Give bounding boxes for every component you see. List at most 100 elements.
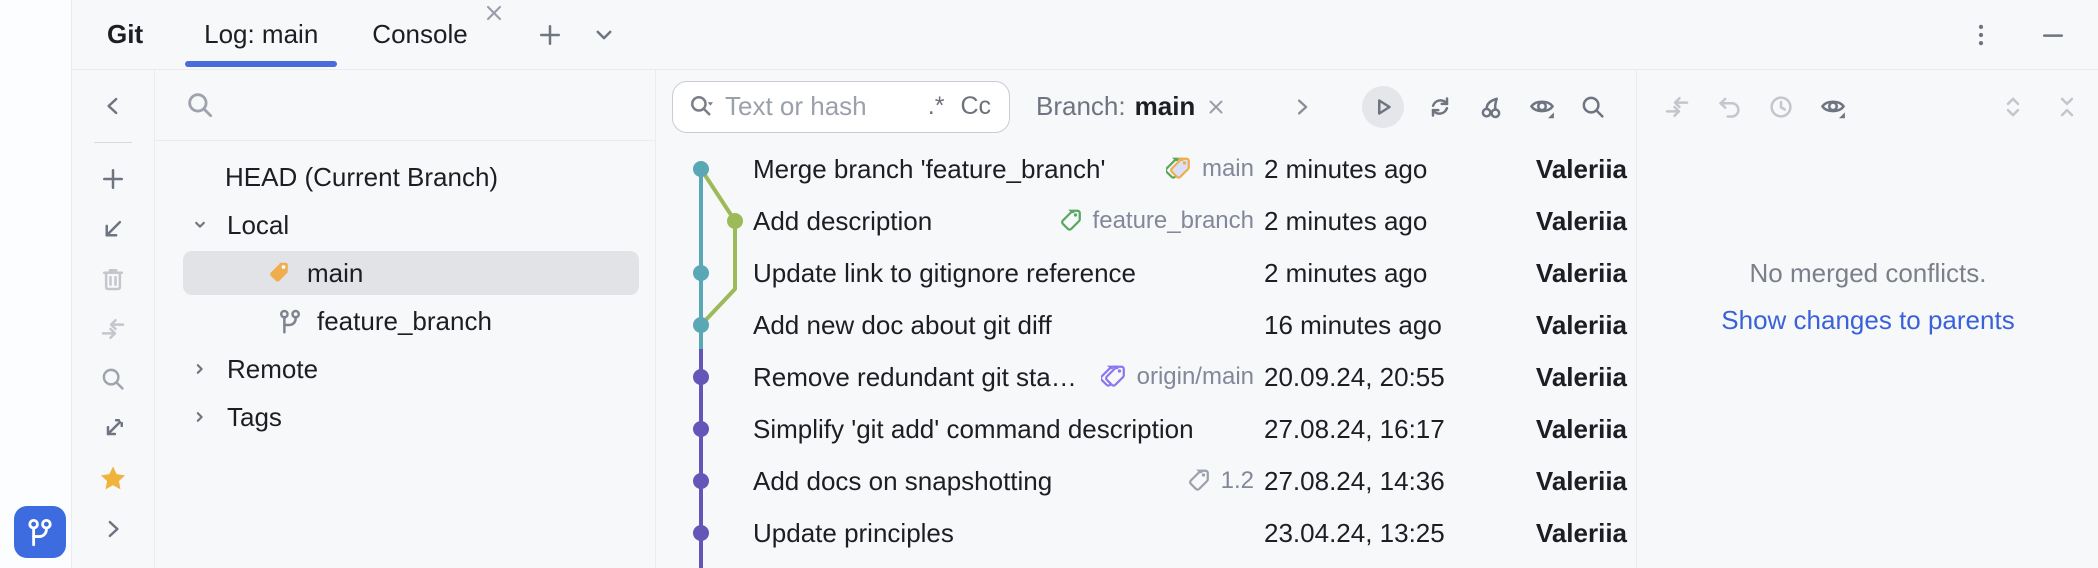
double-tag-icon	[1165, 157, 1190, 179]
tag-icon	[1060, 209, 1081, 231]
go-to-hash-button[interactable]	[1362, 85, 1404, 128]
commit-time: 16 minutes ago	[1264, 309, 1442, 340]
checkout-arrow-icon[interactable]	[96, 213, 130, 245]
ref-label: origin/main	[1136, 363, 1254, 390]
commit-author: Valeriia	[1535, 361, 1627, 392]
commit-message: Add docs on snapshotting	[753, 465, 1053, 496]
tag-ref-1-2: 1.2	[1175, 466, 1254, 496]
filter-value: main	[1134, 91, 1196, 121]
commit-message: Update principles	[753, 517, 954, 548]
commit-row[interactable]: Add docs on snapshotting 1.2 27.08.24, 1…	[656, 455, 1636, 507]
tab-log-main[interactable]: Log: main	[177, 0, 345, 69]
tree-item-tags[interactable]: Tags	[155, 393, 655, 441]
log-actions	[1362, 85, 1608, 128]
double-tag-icon	[1100, 365, 1125, 387]
details-toolbar-right	[1998, 92, 2098, 122]
commit-time: 27.08.24, 14:36	[1264, 465, 1445, 496]
commit-author: Valeriia	[1535, 465, 1627, 496]
chevron-down-icon[interactable]	[589, 20, 619, 50]
regex-toggle[interactable]: .*	[927, 92, 945, 120]
log-search-input[interactable]	[725, 91, 916, 122]
match-case-toggle[interactable]: Cc	[960, 92, 991, 120]
tree-label: main	[307, 257, 364, 288]
kebab-menu-icon[interactable]	[1966, 20, 1996, 50]
header-actions	[1966, 0, 2098, 69]
commit-row[interactable]: Add new doc about git diff 16 minutes ag…	[656, 299, 1636, 351]
tree-label: Local	[227, 209, 290, 240]
commit-author: Valeriia	[1535, 309, 1627, 340]
chevron-right-icon[interactable]	[187, 404, 213, 430]
preview-eye-icon[interactable]	[1818, 92, 1848, 122]
find-icon[interactable]	[1578, 92, 1608, 122]
git-branch-icon	[280, 309, 300, 334]
commit-time: 20.09.24, 20:55	[1264, 361, 1445, 392]
log-search-box[interactable]: .* Cc	[672, 80, 1010, 133]
branch-ref-main: main	[1156, 154, 1254, 184]
refresh-icon[interactable]	[1425, 92, 1455, 122]
commit-message: Add description	[753, 205, 933, 236]
add-tab-icon[interactable]	[535, 20, 565, 50]
active-tab-indicator	[185, 61, 338, 67]
log-toolbar: .* Cc Branch: main	[656, 70, 1636, 143]
tab-console[interactable]: Console	[345, 0, 494, 69]
history-icon[interactable]	[1766, 92, 1796, 122]
expand-right-icon[interactable]	[96, 513, 130, 545]
close-tab-icon[interactable]	[481, 0, 507, 26]
favorites-star-icon[interactable]	[96, 463, 130, 495]
tree-item-local[interactable]: Local	[155, 201, 655, 249]
git-branch-icon	[28, 518, 52, 547]
commit-author: Valeriia	[1535, 205, 1627, 236]
commit-message: Add new doc about git diff	[753, 309, 1052, 340]
commit-message: Merge branch 'feature_branch'	[753, 153, 1106, 184]
rollback-icon[interactable]	[1714, 92, 1744, 122]
collapse-left-icon[interactable]	[96, 90, 130, 122]
tree-item-main[interactable]: main	[155, 249, 655, 297]
search-icon	[690, 95, 713, 115]
commit-time: 2 minutes ago	[1264, 153, 1428, 184]
search-icon[interactable]	[183, 88, 217, 122]
commit-time: 2 minutes ago	[1264, 205, 1428, 236]
commit-row[interactable]: Merge branch 'feature_branch' main 2 min…	[656, 143, 1636, 195]
remove-filter-icon[interactable]	[1204, 95, 1228, 119]
expand-all-icon[interactable]	[1998, 92, 2028, 122]
commit-row[interactable]: Simplify 'git add' command description 2…	[656, 403, 1636, 455]
tree-item-head[interactable]: HEAD (Current Branch)	[155, 153, 655, 201]
minimize-icon[interactable]	[2038, 20, 2068, 50]
cherry-pick-icon[interactable]	[1476, 92, 1506, 122]
delete-icon[interactable]	[96, 263, 130, 295]
commit-row[interactable]: Update link to gitignore reference 2 min…	[656, 247, 1636, 299]
tag-icon	[1188, 469, 1209, 491]
commit-list: Merge branch 'feature_branch' main 2 min…	[656, 143, 1636, 568]
tool-window-title: Git	[107, 19, 144, 49]
more-filters-chevron-icon[interactable]	[1288, 93, 1316, 121]
commit-message: Remove redundant git sta…	[753, 361, 1077, 392]
commit-author: Valeriia	[1535, 257, 1627, 288]
toolbar-divider	[94, 142, 132, 143]
tree-item-remote[interactable]: Remote	[155, 345, 655, 393]
tool-window-stripe	[0, 0, 72, 568]
details-empty-state: No merged conflicts. Show changes to par…	[1638, 258, 2098, 336]
tree-item-feature-branch[interactable]: feature_branch	[155, 297, 655, 345]
branch-filter-chip[interactable]: Branch: main	[1036, 91, 1228, 122]
commit-message: Update link to gitignore reference	[753, 257, 1137, 288]
search-icon[interactable]	[96, 363, 130, 395]
git-tool-window-button[interactable]	[14, 506, 66, 558]
add-icon[interactable]	[96, 163, 130, 195]
show-changes-link[interactable]: Show changes to parents	[1721, 305, 2015, 335]
play-icon	[1378, 98, 1391, 115]
compare-branches-icon[interactable]	[96, 413, 130, 445]
branches-panel: HEAD (Current Branch) Local main fe	[155, 70, 656, 568]
eye-icon[interactable]	[1527, 92, 1557, 122]
commit-row[interactable]: Update principles 23.04.24, 13:25 Valeri…	[656, 507, 1636, 559]
tree-label: Tags	[227, 401, 282, 432]
compare-icon[interactable]	[1662, 92, 1692, 122]
tree-selection-highlight: main	[183, 251, 639, 295]
details-toolbar	[1638, 70, 2098, 143]
commit-time: 23.04.24, 13:25	[1264, 517, 1445, 548]
collapse-all-icon[interactable]	[2052, 92, 2082, 122]
apply-arrows-icon[interactable]	[96, 313, 130, 345]
chevron-down-icon[interactable]	[187, 212, 213, 238]
commit-row[interactable]: Add description feature_branch 2 minutes…	[656, 195, 1636, 247]
commit-row[interactable]: Remove redundant git sta… origin/main 20…	[656, 351, 1636, 403]
chevron-right-icon[interactable]	[187, 356, 213, 382]
